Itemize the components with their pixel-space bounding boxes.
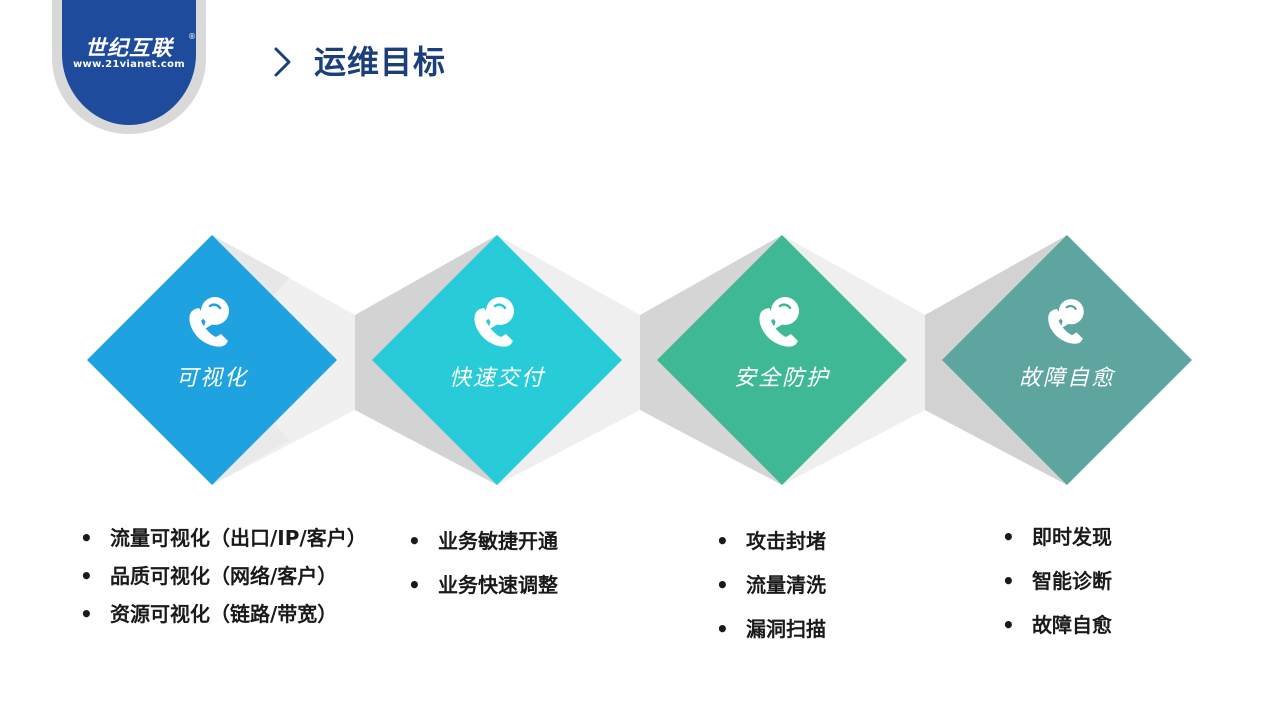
logo-brand-text: 世纪互联: [85, 36, 173, 60]
goal-list-self-healing: • 即时发现 • 智能诊断 • 故障自愈: [1002, 524, 1112, 656]
bullet-dot: •: [716, 573, 729, 597]
bullet-dot: •: [1002, 569, 1015, 593]
bullet-dot: •: [80, 526, 93, 550]
list-item-text: 流量可视化（出口/IP/客户）: [110, 526, 367, 550]
diamond-self-healing: [942, 235, 1192, 485]
list-item: • 品质可视化（网络/客户）: [80, 563, 367, 601]
list-item-text: 故障自愈: [1032, 613, 1112, 637]
list-item: • 业务快速调整: [408, 572, 558, 616]
list-item: • 故障自愈: [1002, 612, 1112, 656]
list-item-text: 流量清洗: [746, 573, 826, 597]
list-item-text: 攻击封堵: [746, 529, 826, 553]
diamond-security: [657, 235, 907, 485]
chevron-right-icon: [274, 47, 291, 77]
list-item-text: 资源可视化（链路/带宽）: [110, 602, 338, 626]
list-item-text: 业务快速调整: [438, 573, 558, 597]
goal-list-visualization: • 流量可视化（出口/IP/客户） • 品质可视化（网络/客户） • 资源可视化（链路…: [80, 525, 367, 639]
bullet-dot: •: [80, 602, 93, 626]
list-item: • 资源可视化（链路/带宽）: [80, 601, 367, 639]
list-item-text: 品质可视化（网络/客户）: [110, 564, 338, 588]
goal-label-fast-delivery: 快速交付: [448, 366, 545, 391]
goal-list-security: • 攻击封堵 • 流量清洗 • 漏洞扫描: [716, 528, 826, 660]
goal-label-security: 安全防护: [733, 366, 830, 391]
bullet-dot: •: [80, 564, 93, 588]
list-item: • 业务敏捷开通: [408, 528, 558, 572]
logo-registered-mark: ®: [188, 32, 196, 41]
list-item: • 攻击封堵: [716, 528, 826, 572]
bullet-dot: •: [1002, 613, 1015, 637]
list-item: • 智能诊断: [1002, 568, 1112, 612]
bullet-dot: •: [1002, 525, 1015, 549]
bullet-dot: •: [408, 529, 421, 553]
list-item-text: 即时发现: [1032, 525, 1112, 549]
list-item-text: 智能诊断: [1032, 569, 1112, 593]
bullet-dot: •: [408, 573, 421, 597]
list-item-text: 漏洞扫描: [746, 617, 826, 641]
diamond-fast-delivery: [372, 235, 622, 485]
list-item-text: 业务敏捷开通: [438, 529, 558, 553]
list-item: • 即时发现: [1002, 524, 1112, 568]
page-title: 运维目标: [314, 43, 447, 81]
goal-list-fast-delivery: • 业务敏捷开通 • 业务快速调整: [408, 528, 558, 616]
diamond-visualization: [87, 235, 337, 485]
phone-chat-icon: [474, 297, 514, 347]
bullet-dot: •: [716, 529, 729, 553]
phone-chat-icon: [1048, 299, 1084, 344]
list-item: • 流量清洗: [716, 572, 826, 616]
list-item: • 流量可视化（出口/IP/客户）: [80, 525, 367, 563]
goal-label-visualization: 可视化: [175, 366, 248, 391]
list-item: • 漏洞扫描: [716, 616, 826, 660]
phone-chat-icon: [189, 297, 229, 347]
bullet-dot: •: [716, 617, 729, 641]
phone-chat-icon: [759, 297, 799, 347]
logo-url-text: www.21vianet.com: [73, 59, 185, 70]
goal-label-self-healing: 故障自愈: [1018, 366, 1115, 391]
company-logo: 世纪互联 ® www.21vianet.com: [52, 0, 206, 134]
